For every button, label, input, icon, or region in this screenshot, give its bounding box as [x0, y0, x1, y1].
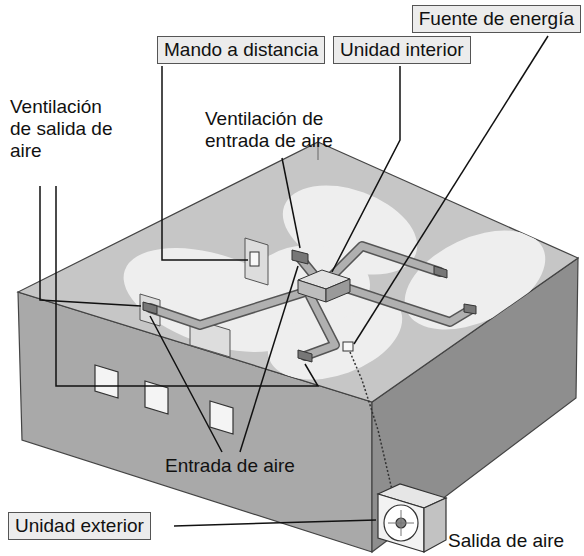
outdoor-unit	[378, 494, 424, 552]
air-outlets	[292, 250, 308, 264]
air-ducts	[305, 296, 335, 356]
outdoor-unit	[388, 510, 414, 536]
leader-lines	[282, 158, 300, 248]
indoor-unit	[298, 270, 350, 302]
power-cable	[350, 352, 392, 490]
box-label: Fuente de energía	[419, 8, 574, 30]
air-ducts	[340, 286, 470, 322]
label-box: Mando a distancia	[157, 36, 325, 64]
air-ducts	[150, 246, 470, 356]
air-ducts	[150, 246, 470, 356]
air-outlets	[143, 250, 476, 362]
part-label: Salida de aire	[448, 530, 580, 552]
ceiling-plane	[389, 210, 560, 350]
outdoor-unit	[384, 505, 418, 541]
air-ducts	[330, 246, 440, 278]
remote-control	[250, 252, 259, 266]
power-source	[343, 342, 353, 351]
part-label: Ventilación de entrada de aire	[205, 108, 375, 152]
remote-control	[250, 252, 259, 266]
leader-lines	[332, 66, 400, 272]
box-label: Unidad exterior	[15, 515, 144, 537]
outdoor-unit	[378, 484, 446, 552]
label-box: Unidad interior	[333, 36, 471, 64]
leader-lines	[162, 66, 248, 260]
interior-walls	[140, 294, 160, 326]
power-cable	[350, 352, 392, 490]
leader-lines	[40, 36, 548, 526]
house-windows	[95, 365, 118, 398]
air-outlets	[464, 304, 476, 314]
indoor-unit	[326, 279, 350, 302]
leader-lines	[56, 186, 318, 386]
box-label: Mando a distancia	[164, 39, 318, 61]
part-label: Ventilación de salida de aire	[10, 96, 128, 162]
interior-walls	[245, 238, 268, 285]
leader-lines	[150, 316, 222, 452]
leader-lines	[240, 266, 298, 452]
label-box: Unidad exterior	[8, 512, 151, 540]
ceiling-plane	[18, 142, 578, 402]
box-label: Unidad interior	[340, 39, 464, 61]
house-windows	[210, 401, 233, 434]
leader-lines	[354, 36, 548, 344]
leader-lines	[40, 186, 141, 306]
air-outlets	[143, 302, 157, 314]
house-windows	[95, 365, 233, 434]
ceiling-plane	[111, 168, 561, 396]
air-outlets	[434, 266, 447, 278]
air-outlets	[298, 350, 312, 362]
air-ducts	[340, 286, 470, 322]
power-source	[343, 342, 353, 351]
label-box: Fuente de energía	[412, 5, 581, 33]
air-ducts	[150, 246, 470, 356]
air-ducts	[305, 296, 335, 356]
part-label: Entrada de aire	[165, 455, 345, 477]
interior-walls	[140, 238, 268, 357]
air-ducts	[330, 246, 440, 278]
indoor-unit	[298, 280, 326, 302]
leader-lines	[174, 520, 376, 526]
outdoor-unit	[424, 498, 446, 552]
ceiling-plane	[18, 142, 578, 402]
